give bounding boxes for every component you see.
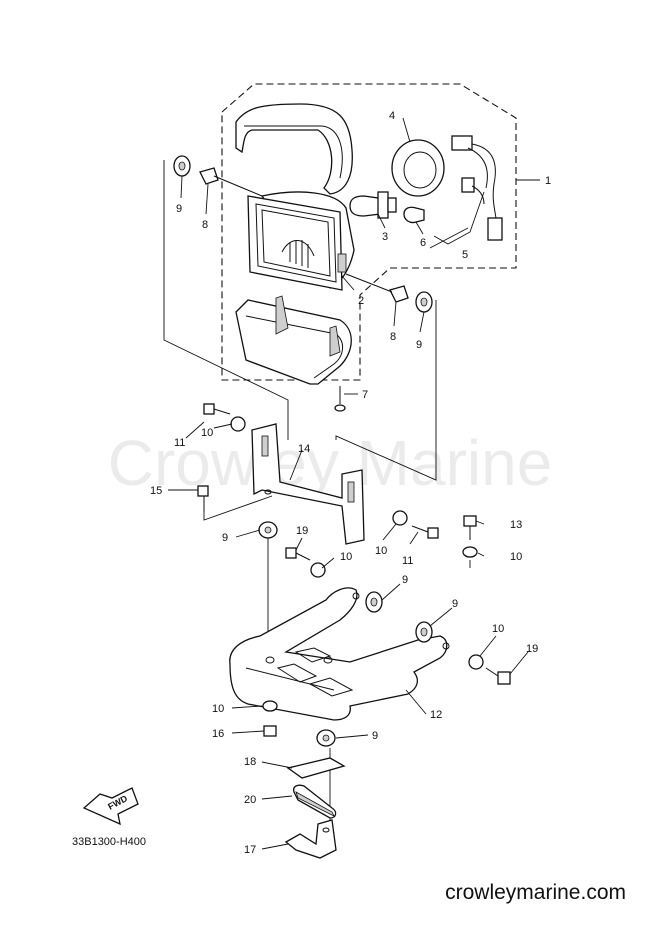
bracket-17: [284, 819, 337, 859]
callout-6: 6: [420, 237, 426, 249]
headlight-lens: [247, 191, 355, 291]
assembly-outline: [221, 83, 517, 381]
washer-10-lower: [262, 700, 278, 712]
grommet-9-arm: [365, 591, 383, 613]
callout-8-left: 8: [202, 219, 208, 231]
collar-20: [292, 784, 337, 819]
callout-12: 12: [430, 709, 442, 721]
washer-10-frame: [468, 654, 484, 670]
alignment-line-bracket: [203, 495, 273, 521]
bolt-13: [463, 515, 477, 540]
grommet-9-frame: [415, 621, 433, 643]
bolt-11-upper: [203, 403, 231, 415]
bolt-19-upper: [285, 547, 311, 561]
washer-10-mid: [392, 510, 408, 526]
callout-20: 20: [244, 794, 256, 806]
callout-13: 13: [510, 519, 522, 531]
grommet-upper-left: [173, 155, 191, 177]
callout-18: 18: [244, 756, 256, 768]
screw-7: [334, 386, 358, 412]
callout-16: 16: [212, 728, 224, 740]
callout-9-bracket: 9: [222, 532, 228, 544]
callout-10-arm: 10: [340, 551, 352, 563]
watermark: Crowley Marine: [108, 427, 553, 499]
alignment-line-left: [163, 160, 289, 440]
callout-7: 7: [362, 389, 368, 401]
diagram-code: 33B1300-H400: [72, 836, 146, 848]
callout-4: 4: [389, 110, 395, 122]
callout-17: 17: [244, 844, 256, 856]
plate-18: [286, 757, 346, 779]
grommet-9-bracket: [258, 521, 278, 539]
callout-10-mid: 10: [375, 545, 387, 557]
callout-11-lower: 11: [402, 555, 413, 567]
main-frame: [229, 587, 450, 721]
callout-9-lower: 9: [372, 730, 378, 742]
mounting-bracket: [251, 423, 365, 545]
callout-14: 14: [298, 443, 310, 455]
fwd-arrow-icon: FWD: [82, 787, 139, 826]
pilot-bulb: [403, 206, 425, 224]
callout-8-right: 8: [390, 331, 396, 343]
callout-9-frame: 9: [452, 598, 458, 610]
callout-10-right: 10: [510, 551, 522, 563]
washer-10-arm: [310, 562, 326, 578]
washer-10-upper: [230, 416, 246, 432]
washer-10-right: [462, 546, 478, 558]
callout-19-lower: 19: [526, 643, 538, 655]
callout-9-upper-right: 9: [416, 339, 422, 351]
callout-11-upper: 11: [174, 437, 185, 449]
callout-3: 3: [382, 231, 388, 243]
headlight-bulb: [349, 191, 397, 219]
bulb-socket-ring: [391, 139, 445, 197]
callout-9-arm: 9: [402, 574, 408, 586]
grommet-9-lower: [316, 729, 336, 747]
bolt-11-lower: [411, 525, 439, 539]
callout-2: 2: [358, 295, 364, 307]
wiring-harness: [451, 135, 503, 241]
clip-left: [199, 167, 263, 197]
grommet-upper-right: [415, 291, 433, 313]
site-url[interactable]: crowleymarine.com: [445, 881, 626, 904]
callout-19-upper: 19: [296, 525, 308, 537]
bolt-15: [197, 485, 209, 512]
callout-5: 5: [462, 249, 468, 261]
headlight-cover: [235, 103, 353, 195]
callout-9-upper-left: 9: [176, 203, 182, 215]
bolt-19-lower: [485, 667, 511, 685]
callout-15: 15: [150, 485, 162, 497]
callout-10-frame: 10: [492, 623, 504, 635]
callout-10-upper: 10: [201, 427, 213, 439]
nut-16: [263, 725, 277, 737]
callout-1: 1: [545, 175, 551, 187]
headlight-housing-lower: [235, 295, 352, 385]
clip-right: [345, 273, 409, 303]
callout-10-lower: 10: [212, 703, 224, 715]
alignment-line-right: [335, 300, 437, 481]
